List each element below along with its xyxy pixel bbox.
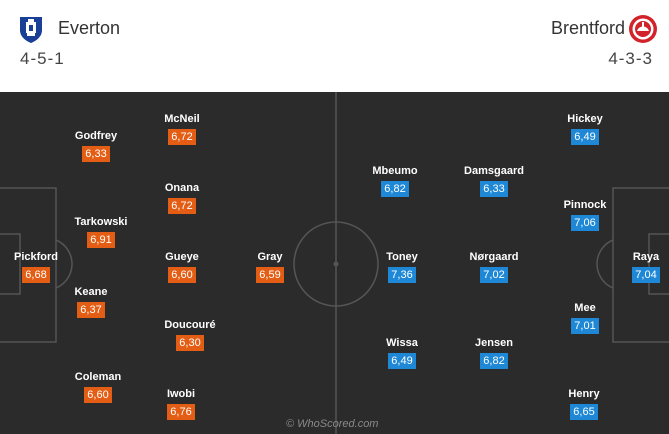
player-rating: 7,01 xyxy=(571,318,599,334)
player-card[interactable]: Godfrey 6,33 xyxy=(61,130,131,162)
player-rating: 6,37 xyxy=(77,302,105,318)
player-rating: 6,68 xyxy=(22,267,50,283)
player-name: Toney xyxy=(386,251,418,263)
player-card[interactable]: Pinnock 7,06 xyxy=(550,199,620,231)
player-rating: 6,72 xyxy=(168,198,196,214)
match-header: Everton 4-5-1 Brentford 4-3-3 xyxy=(0,0,669,92)
player-card[interactable]: Onana 6,72 xyxy=(147,182,217,214)
player-name: Iwobi xyxy=(166,388,196,400)
player-rating: 6,30 xyxy=(176,335,204,351)
player-rating: 7,02 xyxy=(480,267,508,283)
player-rating: 6,76 xyxy=(167,404,195,420)
everton-crest-icon xyxy=(20,17,42,43)
player-card[interactable]: Mee 7,01 xyxy=(550,302,620,334)
player-rating: 7,36 xyxy=(388,267,416,283)
player-name: Onana xyxy=(164,182,200,194)
home-team-name: Everton xyxy=(58,18,121,38)
player-card[interactable]: Wissa 6,49 xyxy=(367,337,437,369)
player-name: Raya xyxy=(632,251,660,263)
player-rating: 6,49 xyxy=(571,129,599,145)
player-card[interactable]: Toney 7,36 xyxy=(367,251,437,283)
player-rating: 6,72 xyxy=(168,129,196,145)
player-name: Pinnock xyxy=(563,199,607,211)
player-name: Mbeumo xyxy=(372,165,418,177)
watermark: © WhoScored.com xyxy=(286,418,379,430)
pitch-lines xyxy=(0,92,669,434)
player-name: Godfrey xyxy=(74,130,118,142)
player-name: Jensen xyxy=(475,337,513,349)
player-name: Gray xyxy=(257,251,283,263)
player-name: Coleman xyxy=(74,371,122,383)
player-name: Nørgaard xyxy=(469,251,519,263)
player-card[interactable]: Gray 6,59 xyxy=(235,251,305,283)
player-card[interactable]: Nørgaard 7,02 xyxy=(459,251,529,283)
player-name: Gueye xyxy=(165,251,199,263)
player-card[interactable]: Coleman 6,60 xyxy=(63,371,133,403)
player-name: Pickford xyxy=(13,251,58,263)
player-name: Damsgaard xyxy=(464,165,524,177)
player-card[interactable]: Doucouré 6,30 xyxy=(155,319,225,351)
player-name: McNeil xyxy=(164,113,200,125)
player-name: Hickey xyxy=(567,113,603,125)
player-rating: 6,33 xyxy=(480,181,508,197)
player-name: Doucouré xyxy=(164,319,216,331)
home-formation: 4-5-1 xyxy=(20,49,65,68)
player-rating: 6,49 xyxy=(388,353,416,369)
player-card[interactable]: Keane 6,37 xyxy=(56,286,126,318)
player-rating: 6,82 xyxy=(480,353,508,369)
player-card[interactable]: Mbeumo 6,82 xyxy=(360,165,430,197)
player-card[interactable]: Hickey 6,49 xyxy=(550,113,620,145)
away-formation: 4-3-3 xyxy=(608,49,653,68)
player-card[interactable]: Raya 7,04 xyxy=(611,251,669,283)
player-rating: 6,60 xyxy=(168,267,196,283)
player-rating: 7,06 xyxy=(571,215,599,231)
player-name: Henry xyxy=(568,388,600,400)
player-rating: 6,65 xyxy=(570,404,598,420)
away-team-name: Brentford xyxy=(550,18,625,38)
player-card[interactable]: Henry 6,65 xyxy=(549,388,619,420)
player-rating: 6,60 xyxy=(84,387,112,403)
player-rating: 6,91 xyxy=(87,232,115,248)
player-rating: 6,82 xyxy=(381,181,409,197)
player-card[interactable]: Iwobi 6,76 xyxy=(146,388,216,420)
player-card[interactable]: Jensen 6,82 xyxy=(459,337,529,369)
player-rating: 7,04 xyxy=(632,267,660,283)
player-card[interactable]: McNeil 6,72 xyxy=(147,113,217,145)
player-rating: 6,33 xyxy=(82,146,110,162)
player-card[interactable]: Damsgaard 6,33 xyxy=(459,165,529,197)
player-name: Tarkowski xyxy=(74,216,128,228)
player-name: Mee xyxy=(574,302,596,314)
pitch: Pickford 6,68 Godfrey 6,33 Tarkowski 6,9… xyxy=(0,92,669,434)
player-name: Wissa xyxy=(386,337,418,349)
player-name: Keane xyxy=(74,286,108,298)
player-rating: 6,59 xyxy=(256,267,284,283)
player-card[interactable]: Pickford 6,68 xyxy=(1,251,71,283)
brentford-crest-icon xyxy=(629,15,657,43)
player-card[interactable]: Tarkowski 6,91 xyxy=(66,216,136,248)
player-card[interactable]: Gueye 6,60 xyxy=(147,251,217,283)
